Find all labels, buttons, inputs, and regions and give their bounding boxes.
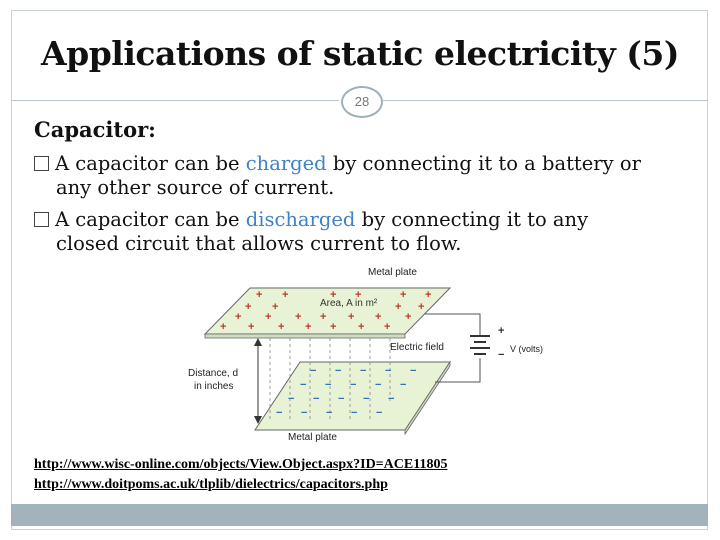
svg-text:+: +: [498, 325, 504, 337]
volts-label: V (volts): [510, 344, 543, 354]
svg-text:+: +: [425, 289, 431, 301]
bullet-box-icon: [34, 156, 49, 171]
bullet-charged: A capacitor can be charged by connecting…: [34, 152, 684, 200]
svg-text:+: +: [245, 301, 251, 313]
svg-text:−: −: [313, 393, 319, 405]
distance-label-line-2: in inches: [194, 381, 233, 392]
svg-text:−: −: [276, 407, 282, 419]
svg-text:+: +: [235, 311, 241, 323]
svg-text:−: −: [301, 407, 307, 419]
svg-text:+: +: [248, 321, 254, 333]
svg-text:−: −: [288, 393, 294, 405]
svg-text:+: +: [330, 321, 336, 333]
svg-text:+: +: [256, 289, 262, 301]
link-wisc-online[interactable]: http://www.wisc-online.com/objects/View.…: [34, 457, 448, 472]
slide-number-badge: 28: [341, 86, 383, 118]
svg-text:−: −: [410, 365, 416, 377]
bottom-plate-label: Metal plate: [288, 432, 337, 442]
svg-text:−: −: [351, 407, 357, 419]
svg-text:−: −: [300, 379, 306, 391]
svg-text:+: +: [400, 289, 406, 301]
bullet-text-continued: closed circuit that allows current to fl…: [56, 232, 462, 255]
svg-text:−: −: [360, 365, 366, 377]
svg-text:+: +: [348, 311, 354, 323]
negative-charges: −−−−− −−−−− −−−−− −−−−− −: [276, 349, 504, 419]
bullet-discharged: A capacitor can be discharged by connect…: [34, 208, 684, 256]
svg-text:−: −: [400, 379, 406, 391]
bullet-text-post: by connecting it to any: [355, 208, 589, 231]
svg-text:−: −: [325, 379, 331, 391]
bottom-metal-plate: [254, 361, 451, 431]
svg-text:−: −: [363, 393, 369, 405]
svg-text:+: +: [305, 321, 311, 333]
svg-text:+: +: [220, 321, 226, 333]
area-label: Area, A in m²: [320, 298, 378, 309]
divider-left: [11, 100, 339, 101]
svg-text:−: −: [326, 407, 332, 419]
reference-links: http://www.wisc-online.com/objects/View.…: [34, 455, 447, 495]
svg-text:+: +: [330, 289, 336, 301]
bullet-text-continued: any other source of current.: [56, 176, 335, 199]
svg-text:−: −: [385, 365, 391, 377]
svg-text:+: +: [320, 311, 326, 323]
link-doitpoms[interactable]: http://www.doitpoms.ac.uk/tlplib/dielect…: [34, 477, 388, 492]
svg-text:+: +: [282, 289, 288, 301]
top-plate-label: Metal plate: [368, 267, 417, 278]
bullet-text-pre: A capacitor can be: [55, 208, 246, 231]
field-label: Electric field: [390, 342, 444, 353]
svg-text:−: −: [338, 393, 344, 405]
svg-text:+: +: [375, 311, 381, 323]
svg-text:+: +: [265, 311, 271, 323]
svg-text:−: −: [375, 379, 381, 391]
slide-frame: [11, 10, 708, 530]
highlight-charged: charged: [245, 152, 327, 175]
distance-label-line-1: Distance, d: [188, 368, 238, 379]
svg-text:+: +: [358, 321, 364, 333]
field-lines: [269, 338, 391, 422]
svg-text:+: +: [272, 301, 278, 313]
footer-bar: [11, 504, 708, 526]
bullet-text-post: by connecting it to a battery or: [326, 152, 641, 175]
svg-text:−: −: [335, 365, 341, 377]
svg-text:+: +: [395, 301, 401, 313]
svg-text:−: −: [376, 407, 382, 419]
svg-text:−: −: [350, 379, 356, 391]
svg-text:+: +: [278, 321, 284, 333]
bullet-box-icon: [34, 212, 49, 227]
slide-title: Applications of static electricity (5): [41, 34, 679, 73]
divider-right: [383, 100, 708, 101]
capacitor-diagram: ++++++ ++++ +++++++ +++++++ + −−−−− −−−−…: [188, 267, 543, 442]
svg-text:−: −: [388, 393, 394, 405]
svg-text:−: −: [310, 365, 316, 377]
svg-text:−: −: [498, 349, 504, 361]
section-heading: Capacitor:: [34, 117, 156, 142]
highlight-discharged: discharged: [245, 208, 356, 231]
positive-charges: ++++++ ++++ +++++++ +++++++ +: [220, 289, 504, 337]
svg-text:+: +: [295, 311, 301, 323]
svg-text:+: +: [355, 289, 361, 301]
svg-text:+: +: [405, 311, 411, 323]
battery-icon: [470, 335, 490, 355]
svg-text:+: +: [418, 301, 424, 313]
bullet-text-pre: A capacitor can be: [55, 152, 246, 175]
top-metal-plate: [203, 287, 452, 335]
svg-text:+: +: [384, 321, 390, 333]
